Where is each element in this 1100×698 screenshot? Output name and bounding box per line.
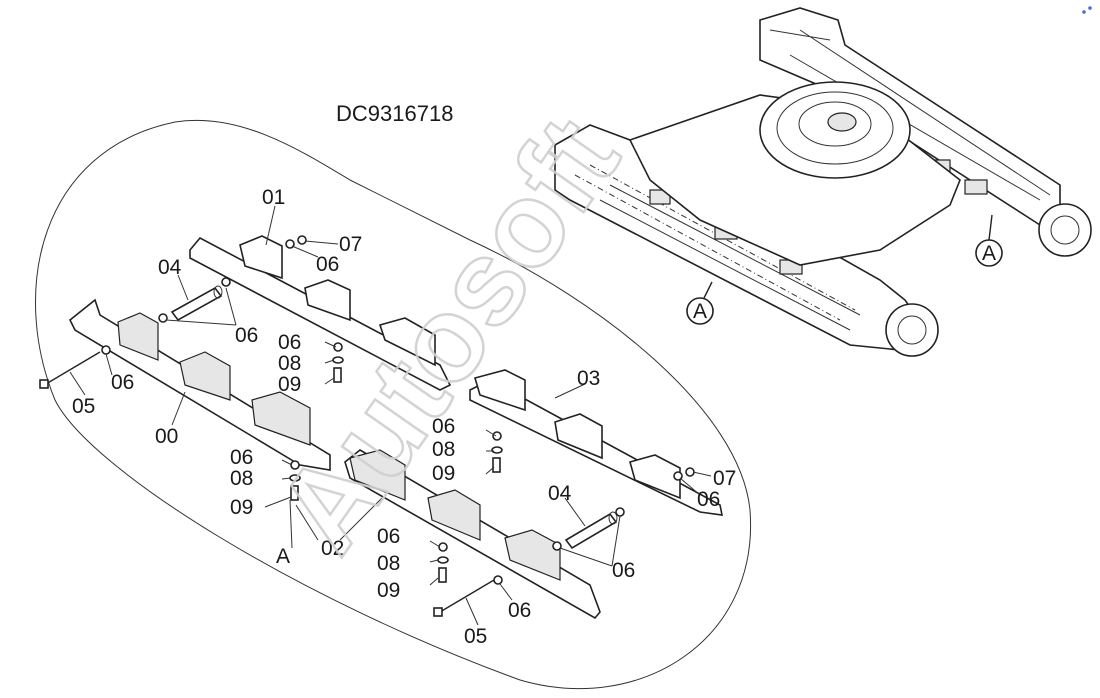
detail-label: A [276,545,290,568]
callout-06: 06 [508,599,531,622]
callout-06: 06 [432,415,455,438]
callout-07: 07 [339,233,362,256]
detail-boundary [35,119,752,690]
hardware-markers [101,235,695,585]
callout-05: 05 [464,625,487,648]
callout-06: 06 [111,371,134,394]
callout-05: 05 [72,395,95,418]
callout-06: 06 [278,331,301,354]
callout-08: 08 [377,552,400,575]
frame-view-circle-left [686,297,714,325]
undercarriage-frame: A A [554,7,1092,357]
callout-08: 08 [278,352,301,375]
callout-06: 06 [697,488,720,511]
callout-04: 04 [158,256,182,279]
callout-00: 00 [155,425,178,448]
part-01-guard [189,235,452,391]
callout-01: 01 [262,186,285,209]
part-03-guard [469,369,724,516]
callout-08: 08 [230,467,253,490]
callout-09: 09 [432,462,455,485]
callout-06: 06 [612,559,635,582]
callout-02: 02 [321,537,344,560]
callout-09: 09 [377,579,400,602]
pin-04-lower [564,511,618,550]
frame-view-label-left: A [693,300,707,323]
callout-09: 09 [230,496,253,519]
corner-mark [1082,6,1092,14]
callout-06: 06 [377,525,400,548]
pin-04-upper [170,285,223,322]
part-00-guard [68,298,331,471]
document-id: DC9316718 [336,101,453,126]
callout-07: 07 [713,467,736,490]
callout-06: 06 [235,324,258,347]
callout-09: 09 [278,373,301,396]
leader-lines [69,205,712,626]
bolt-05-lower [433,579,495,617]
part-02-guard [344,449,601,620]
callout-06: 06 [316,253,339,276]
frame-view-label-right: A [982,242,996,265]
callout-03: 03 [577,367,600,390]
callout-labels: 01 07 06 04 06 06 08 09 06 05 00 03 06 0… [72,186,736,648]
callout-04: 04 [548,482,572,505]
callout-06: 06 [230,446,253,469]
bolt-05-upper [39,351,101,389]
callout-08: 08 [432,438,455,461]
